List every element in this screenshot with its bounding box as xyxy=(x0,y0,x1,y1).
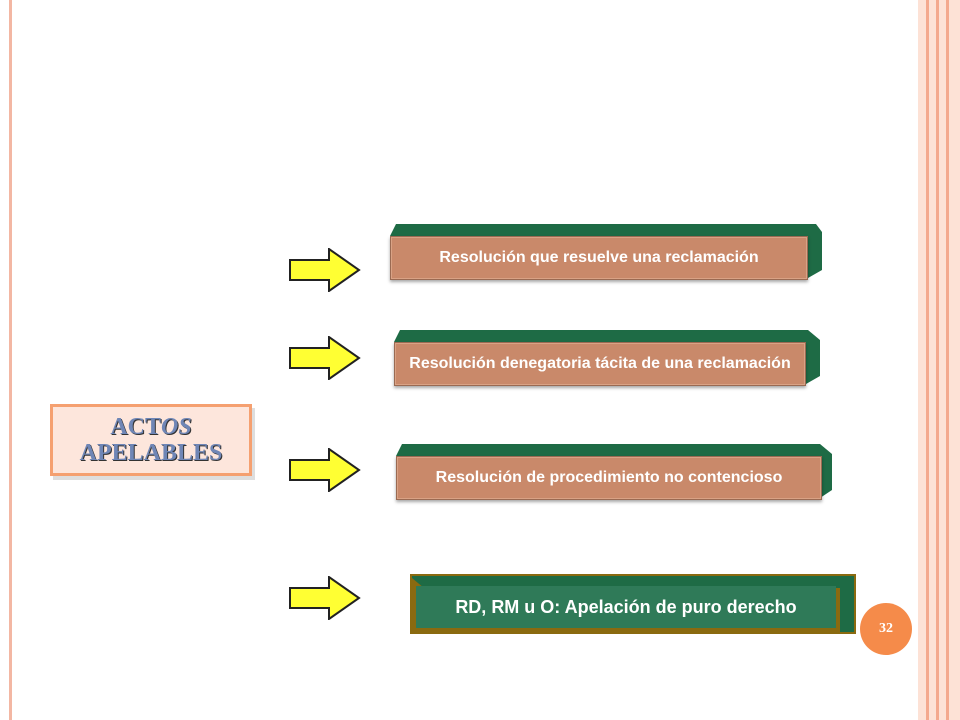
arrow-icon xyxy=(289,576,361,620)
arrow-icon xyxy=(289,336,361,380)
arrow-icon xyxy=(289,248,361,292)
item-label: RD, RM u O: Apelación de puro derecho xyxy=(416,586,836,628)
label-line-1: ACTOS xyxy=(110,414,192,440)
frame-stripe xyxy=(946,0,949,720)
arrow-icon xyxy=(289,448,361,492)
actos-apelables-label: ACTOS APELABLES xyxy=(50,404,252,476)
item-label: Resolución de procedimiento no contencio… xyxy=(396,456,822,500)
frame-stripe xyxy=(926,0,929,720)
item-box-4: RD, RM u O: Apelación de puro derecho xyxy=(410,574,856,634)
slide-frame-left xyxy=(9,0,12,720)
item-label: Resolución que resuelve una reclamación xyxy=(390,236,808,280)
box-depth xyxy=(394,330,820,384)
label-line-2: APELABLES xyxy=(79,440,223,466)
page-number-badge: 32 xyxy=(860,603,912,655)
frame-stripe xyxy=(936,0,939,720)
slide-frame-right xyxy=(918,0,960,720)
box-depth xyxy=(390,224,822,278)
box-depth xyxy=(396,444,832,498)
item-box-1: Resolución que resuelve una reclamación xyxy=(388,224,824,282)
item-label: Resolución denegatoria tácita de una rec… xyxy=(394,342,806,386)
item-box-2: Resolución denegatoria tácita de una rec… xyxy=(392,330,822,388)
item-box-3: Resolución de procedimiento no contencio… xyxy=(394,444,834,502)
